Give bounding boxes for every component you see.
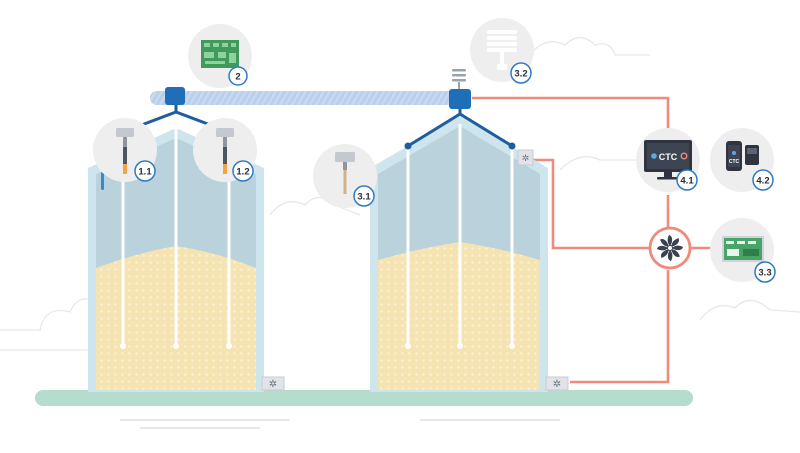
- svg-text:3.1: 3.1: [357, 192, 371, 203]
- silo-right: ✲ ✲: [370, 116, 569, 392]
- svg-text:✲: ✲: [553, 379, 561, 390]
- svg-text:✲: ✲: [522, 153, 530, 163]
- svg-text:✲: ✲: [269, 379, 277, 390]
- badge-1-1: 1.1: [134, 160, 156, 182]
- fan-box-right: [545, 376, 569, 391]
- svg-text:3.2: 3.2: [514, 69, 527, 80]
- badge-3-2: 3.2: [510, 62, 532, 84]
- badge-3-3: 3.3: [754, 261, 776, 283]
- badge-4-2: 4.2: [752, 169, 774, 191]
- badge-4-1: 4.1: [676, 169, 698, 191]
- svg-text:3.3: 3.3: [758, 268, 771, 279]
- svg-text:4.1: 4.1: [680, 176, 694, 187]
- junction-node-right: [449, 89, 471, 109]
- weather-station-icon: [452, 69, 466, 89]
- red-connection-lines: [472, 96, 720, 384]
- ground-base: [35, 390, 693, 406]
- communication-tube: [150, 91, 470, 105]
- background-clouds: [0, 36, 800, 429]
- fan-box-left: [261, 376, 285, 391]
- svg-text:CTC: CTC: [729, 159, 740, 165]
- svg-text:1.1: 1.1: [138, 167, 152, 178]
- junction-node-left: [165, 87, 185, 105]
- silo-left: ✲: [88, 124, 285, 392]
- svg-text:1.2: 1.2: [236, 167, 249, 178]
- badge-1-2: 1.2: [232, 160, 254, 182]
- fan-vent-right: [517, 149, 534, 166]
- fan-icon: [648, 226, 692, 270]
- svg-text:2: 2: [235, 72, 240, 83]
- badge-3-1: 3.1: [353, 185, 375, 207]
- badge-2: 2: [228, 66, 248, 86]
- svg-text:CTC: CTC: [659, 152, 678, 162]
- svg-text:4.2: 4.2: [756, 176, 769, 187]
